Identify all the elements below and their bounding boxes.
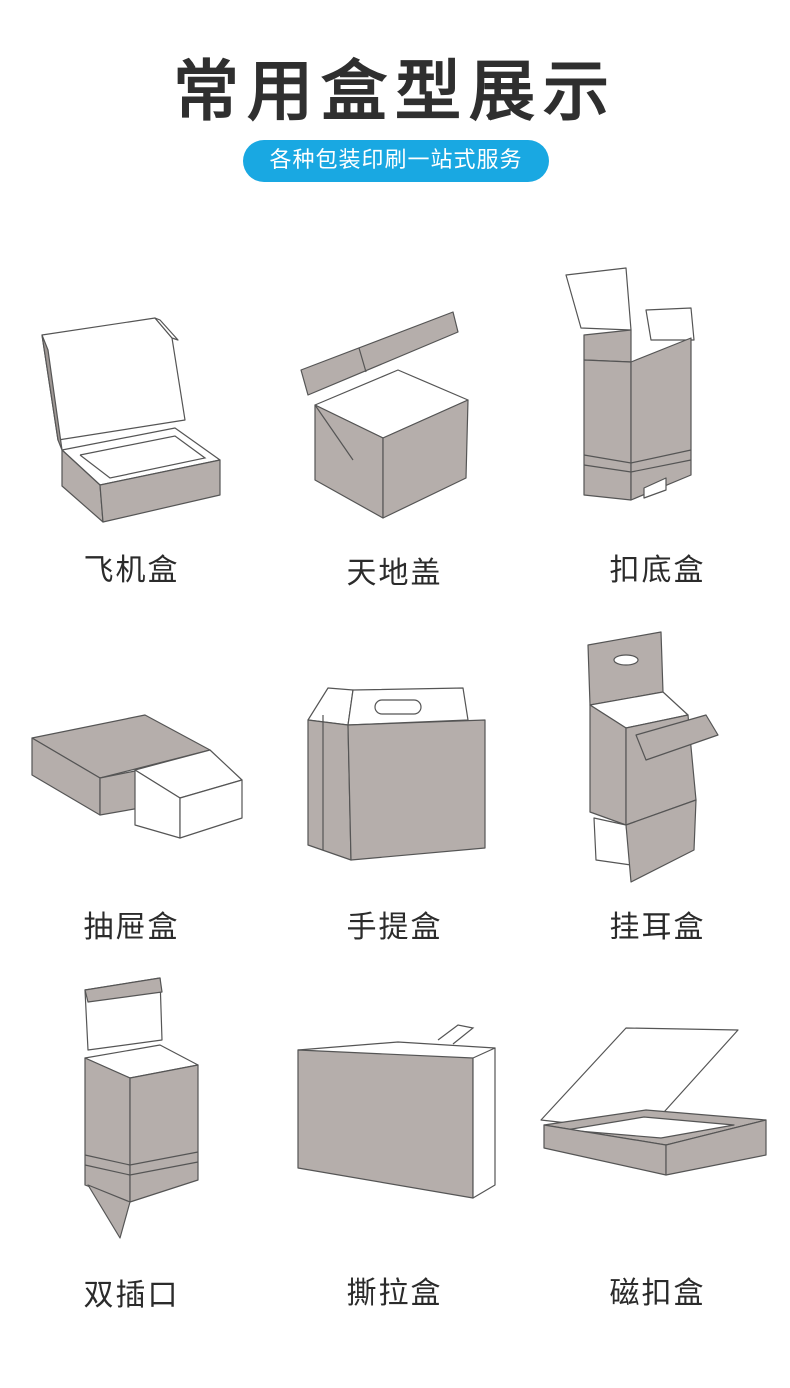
box-item-handle-box: 手提盒 — [263, 620, 526, 970]
tuck-end-box-illustration — [84, 977, 199, 1239]
box-label: 双插口 — [83, 1278, 180, 1313]
box-label: 天地盖 — [346, 556, 443, 591]
box-label: 飞机盒 — [83, 553, 180, 588]
box-item-tuck-end-box: 双插口 — [0, 970, 263, 1320]
box-item-lid-base-box: 天地盖 — [263, 250, 526, 600]
subtitle-pill: 各种包装印刷一站式服务 — [243, 140, 549, 182]
box-label: 手提盒 — [346, 910, 443, 945]
box-item-drawer-box: 抽屉盒 — [0, 620, 263, 970]
tear-strip-box-illustration — [297, 1024, 496, 1199]
lid-base-box-illustration — [300, 311, 469, 519]
handle-box-illustration — [307, 687, 486, 861]
box-item-airplane-box: 飞机盒 — [0, 250, 263, 600]
lock-bottom-box-illustration — [565, 267, 695, 501]
box-item-tear-strip-box: 撕拉盒 — [263, 970, 526, 1320]
box-label: 磁扣盒 — [609, 1276, 706, 1311]
box-item-hanging-box: 挂耳盒 — [526, 620, 789, 970]
box-label: 撕拉盒 — [346, 1276, 443, 1311]
hanging-box-illustration — [587, 631, 719, 883]
page-title: 常用盒型展示 — [173, 53, 617, 130]
box-label: 抽屉盒 — [83, 910, 180, 945]
magnetic-box-illustration — [540, 1027, 767, 1176]
drawer-box-illustration — [31, 714, 243, 839]
box-label: 挂耳盒 — [609, 910, 706, 945]
box-item-magnetic-box: 磁扣盒 — [526, 970, 789, 1320]
box-label: 扣底盒 — [609, 553, 706, 588]
box-item-lock-bottom-box: 扣底盒 — [526, 250, 789, 600]
airplane-box-illustration — [41, 317, 221, 523]
